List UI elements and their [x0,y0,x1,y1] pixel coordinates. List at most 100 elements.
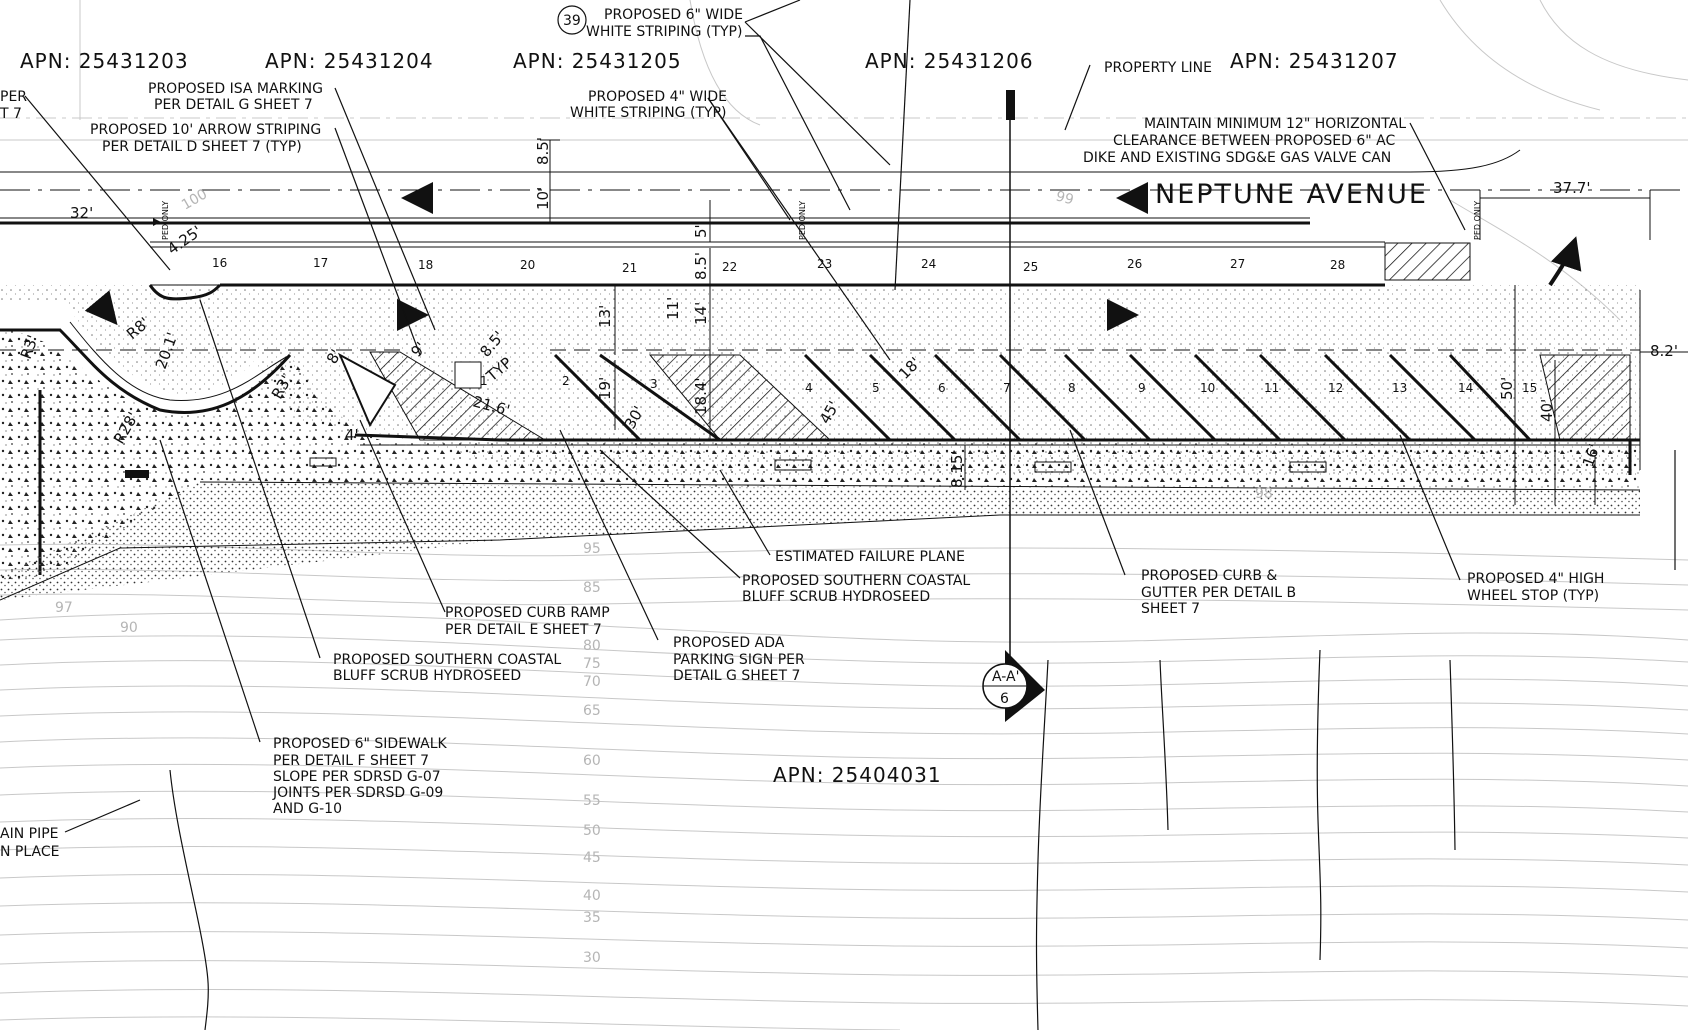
contour-label-99: 99 [1054,188,1075,208]
leader-lines [24,0,1676,833]
apn-25431206: APN: 25431206 [865,49,1034,73]
stall-2: 2 [562,374,570,388]
section-marker-label: A-A' [992,669,1019,685]
note-curb-gutter-line1: PROPOSED CURB & [1141,568,1277,584]
stall-28: 28 [1330,258,1345,272]
sidewalk-concrete [0,283,1640,580]
stall-21: 21 [622,261,637,275]
stall-5: 5 [872,381,880,395]
contour-label-80: 80 [583,638,601,654]
stall-20: 20 [520,258,535,272]
contour-label-97: 97 [55,600,73,616]
note-drain-pipe-line2: N PLACE [0,844,59,860]
ped-only-stamp-3: PED ONLY [1473,201,1482,240]
dim-40: 40' [1538,399,1556,422]
stall-25: 25 [1023,260,1038,274]
north-parcels-linework [0,0,1688,321]
stall-23: 23 [817,257,832,271]
note-hydroseed-2-line2: BLUFF SCRUB HYDROSEED [333,668,521,684]
section-cut-line [982,90,1045,722]
dimension-lines [0,139,1688,505]
note-wheel-stop-line2: WHEEL STOP (TYP) [1467,588,1599,604]
apn-25431205: APN: 25431205 [513,49,682,73]
note-curb-gutter-line3: SHEET 7 [1141,601,1200,617]
dim-18-4: 18.4' [692,377,710,415]
note-isa-marking-line1: PROPOSED ISA MARKING [148,81,323,97]
apn-25431203: APN: 25431203 [20,49,189,73]
note-white-striping-6-line1: PROPOSED 6" WIDE [604,7,743,23]
contour-label-50: 50 [583,823,601,839]
dim-4: 4' [345,426,359,444]
note-white-striping-4-line1: PROPOSED 4" WIDE [588,89,727,105]
stall-26: 26 [1127,257,1142,271]
stall-17: 17 [313,256,328,270]
dim-32: 32' [70,204,93,222]
note-hydroseed-1-line1: PROPOSED SOUTHERN COASTAL [742,573,970,589]
contour-label-35: 35 [583,910,601,926]
contour-label-60: 60 [583,753,601,769]
note-clearance-line3: DIKE AND EXISTING SDG&E GAS VALVE CAN [1083,150,1391,166]
stall-15: 15 [1522,381,1537,395]
dim-8-15: 8.15' [948,450,966,488]
stall-10: 10 [1200,381,1215,395]
keynote-39: 39 [563,13,581,29]
street-name: NEPTUNE AVENUE [1155,179,1428,210]
apn-25431204: APN: 25431204 [265,49,434,73]
note-curb-ramp-line2: PER DETAIL E SHEET 7 [445,622,602,638]
callout-notes: PROPOSED 6" WIDE WHITE STRIPING (TYP) PR… [0,7,1604,860]
stall-13: 13 [1392,381,1407,395]
direction-arrows [84,182,1582,331]
note-arrow-striping-line1: PROPOSED 10' ARROW STRIPING [90,122,321,138]
note-sidewalk-line2: PER DETAIL F SHEET 7 [273,753,429,769]
note-ada-sign-line1: PROPOSED ADA [673,635,785,651]
dim-5: 5' [692,224,710,238]
apn-25404031: APN: 25404031 [773,763,942,787]
note-curb-ramp-line1: PROPOSED CURB RAMP [445,605,610,621]
dim-4-25: 4.25' [164,222,205,258]
contour-lines [0,543,1688,1030]
dim-11: 11' [664,297,682,320]
dim-13: 13' [596,305,614,328]
stall-numbers: 1 2 3 4 5 6 7 8 9 10 11 12 13 14 15 16 1… [212,256,1537,395]
note-property-line: PROPERTY LINE [1104,60,1212,76]
dim-50: 50' [1498,377,1516,400]
note-sidewalk-line4: JOINTS PER SDRSD G-09 [272,785,443,801]
note-sidewalk-line5: AND G-10 [273,801,342,817]
note-failure-plane: ESTIMATED FAILURE PLANE [775,549,965,565]
note-isa-marking-line2: PER DETAIL G SHEET 7 [154,97,313,113]
hydroseed-area [0,481,1641,601]
stall-18: 18 [418,258,433,272]
note-clearance-line1: MAINTAIN MINIMUM 12" HORIZONTAL [1144,116,1406,132]
contour-label-40: 40 [583,888,601,904]
stall-16: 16 [212,256,227,270]
note-ada-sign-line2: PARKING SIGN PER [673,652,805,668]
note-drain-pipe-line1: AIN PIPE [0,826,59,842]
dim-14: 14' [692,302,710,325]
stall-7: 7 [1003,381,1011,395]
stall-3: 3 [650,377,658,391]
stall-12: 12 [1328,381,1343,395]
note-hydroseed-1-line2: BLUFF SCRUB HYDROSEED [742,589,930,605]
contour-label-65: 65 [583,703,601,719]
note-curb-gutter-line2: GUTTER PER DETAIL B [1141,585,1296,601]
note-sidewalk-line1: PROPOSED 6" SIDEWALK [273,736,448,752]
note-white-striping-4-line2: WHITE STRIPING (TYP) [570,105,726,121]
note-clearance-line2: CLEARANCE BETWEEN PROPOSED 6" AC [1113,133,1395,149]
note-wheel-stop-line1: PROPOSED 4" HIGH [1467,571,1604,587]
contour-label-90: 90 [120,620,138,636]
note-ada-sign-line3: DETAIL G SHEET 7 [673,668,800,684]
note-left-partial-line1: PER [0,89,27,105]
stall-27: 27 [1230,257,1245,271]
stall-1: 1 [480,374,488,388]
stall-6: 6 [938,381,946,395]
apn-25431207: APN: 25431207 [1230,49,1399,73]
contour-elevation-labels: 100 99 98 97 95 90 85 80 75 70 65 60 55 … [55,186,1273,966]
dim-8-5-top: 8.5' [534,137,552,165]
dim-8-2: 8.2' [1650,342,1678,360]
stall-4: 4 [805,381,813,395]
dim-19: 19' [596,377,614,400]
stall-11: 11 [1264,381,1279,395]
note-left-partial-line2: T 7 [0,106,22,122]
note-white-striping-6-line2: WHITE STRIPING (TYP) [586,24,742,40]
